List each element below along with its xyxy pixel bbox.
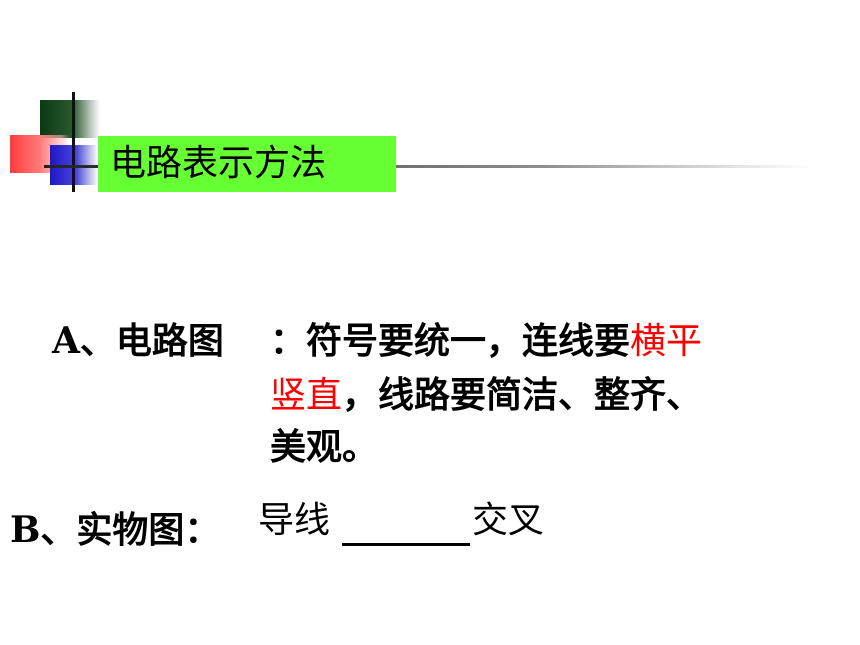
- item-a-line-1: ：符号要统一，连线要横平: [270, 314, 702, 369]
- item-a-line-2: 竖直，线路要简洁、整齐、: [270, 368, 702, 423]
- item-a-highlight-1: 横平: [630, 321, 703, 362]
- item-a-highlight-2: 竖直: [270, 375, 343, 416]
- decorative-vertical-line: [72, 92, 75, 192]
- item-b-before-blank: 导线: [258, 500, 331, 541]
- decorative-horizontal-line: [44, 165, 814, 168]
- item-a-line-2-text: ，线路要简洁、整齐、: [342, 374, 703, 416]
- item-a-line-1-text: ：符号要统一，连线要: [270, 320, 631, 362]
- slide-title-text: 电路表示方法: [110, 143, 327, 184]
- item-b-after-blank: 交叉: [472, 500, 545, 541]
- decorative-dark-square: [40, 100, 100, 138]
- item-b-blank-line: [342, 543, 470, 546]
- item-a-line-3: 美观。: [270, 426, 379, 468]
- slide-title: 电路表示方法: [98, 136, 396, 192]
- item-b-label: B、实物图：: [10, 509, 221, 551]
- item-a-label: A、电路图: [52, 320, 224, 362]
